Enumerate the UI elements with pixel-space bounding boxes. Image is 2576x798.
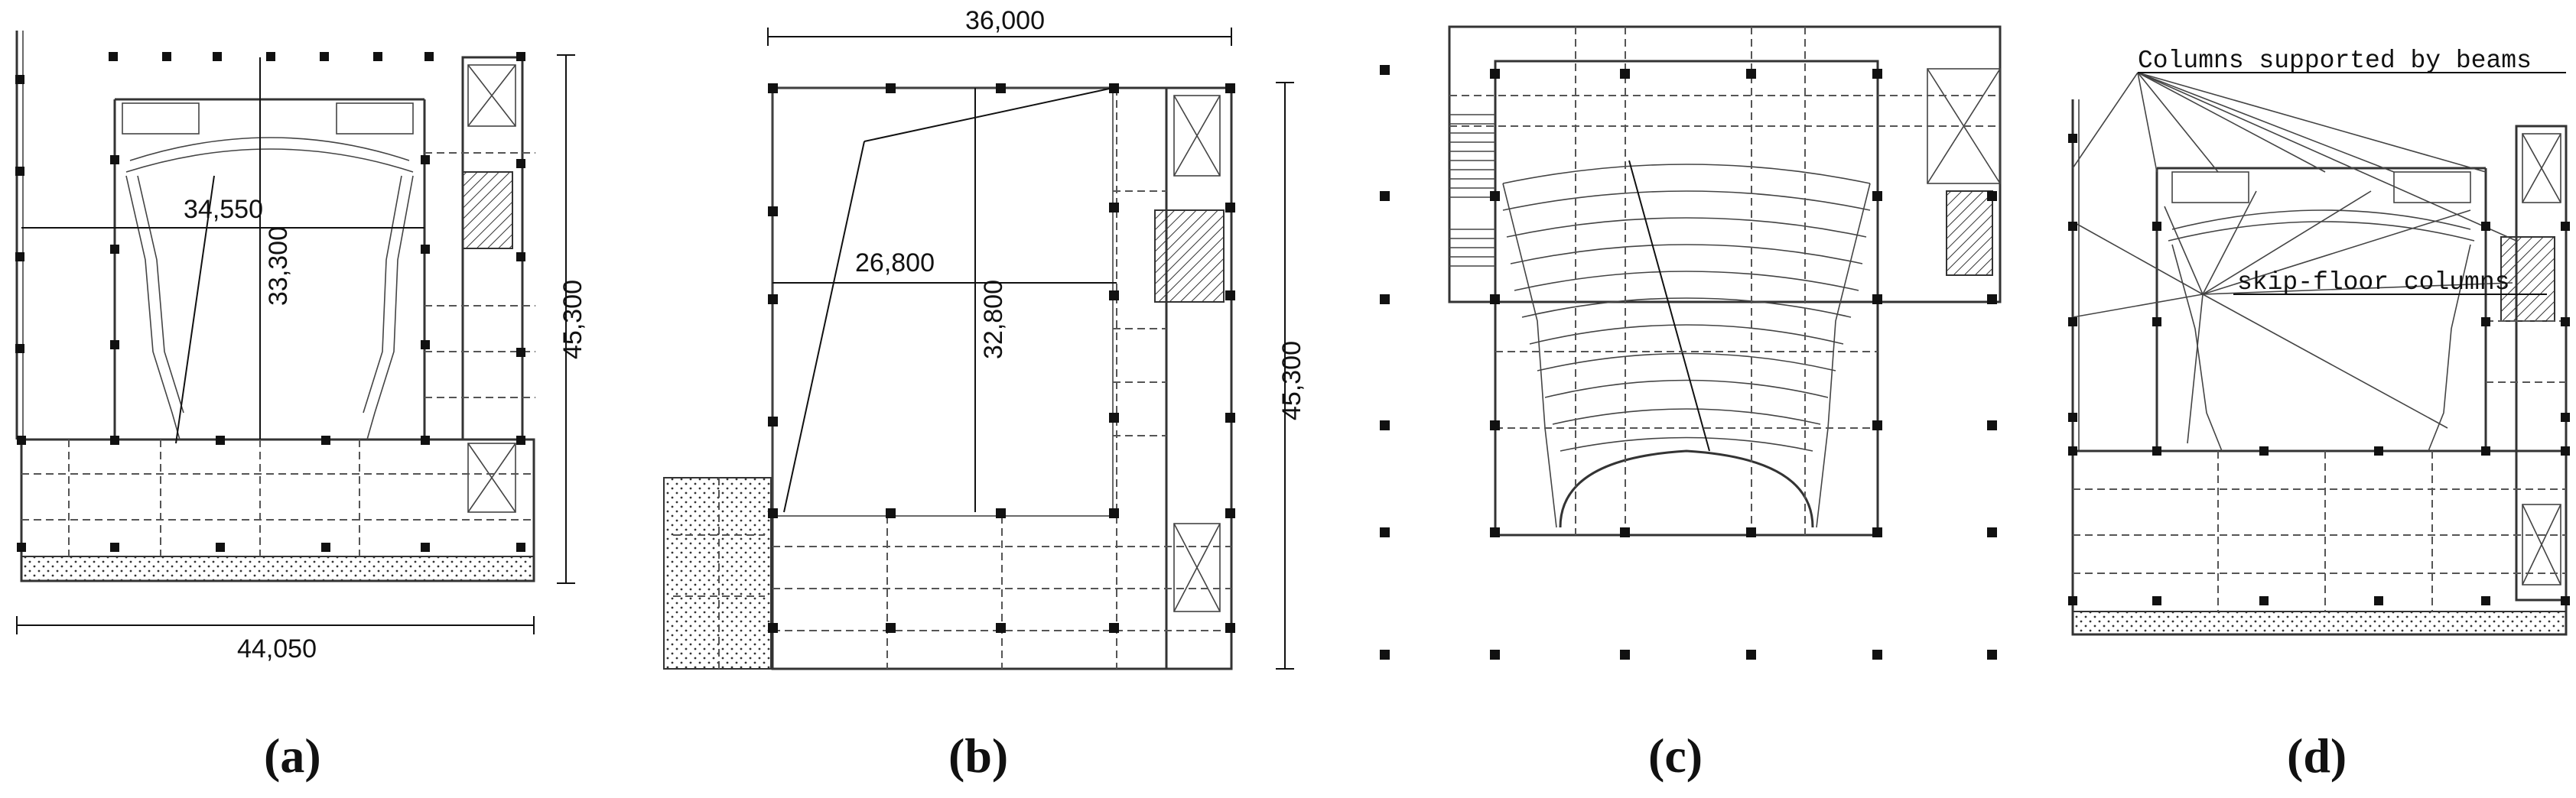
- panel-c-caption: (c): [1648, 728, 1703, 783]
- panel-b-top-width-dim: 36,000: [965, 6, 1045, 35]
- panel-a-right-height-dim: 45,300: [558, 280, 587, 359]
- panel-d-skip-floor-label: skip-floor columns: [2237, 268, 2509, 297]
- panel-d-caption: (d): [2287, 728, 2347, 783]
- panel-b-inner-width-dim: 26,800: [855, 248, 935, 277]
- panel-d-beam-columns-label: Columns supported by beams: [2138, 47, 2532, 75]
- panel-b-inner-height-dim: 32,800: [979, 280, 1008, 359]
- panel-a-bottom-width-dim: 44,050: [237, 634, 317, 663]
- panel-d-plan: [2068, 72, 2570, 636]
- panel-b-caption: (b): [948, 728, 1008, 783]
- panel-b-plan: [663, 28, 1294, 670]
- panel-b-right-height-dim: 45,300: [1277, 341, 1306, 420]
- panel-a-plan: [15, 31, 575, 634]
- panel-a-inner-width-dim: 34,550: [184, 195, 263, 224]
- panel-a-inner-height-dim: 33,300: [264, 226, 293, 306]
- panel-a-caption: (a): [264, 728, 321, 783]
- panel-c-plan: [1380, 25, 2002, 660]
